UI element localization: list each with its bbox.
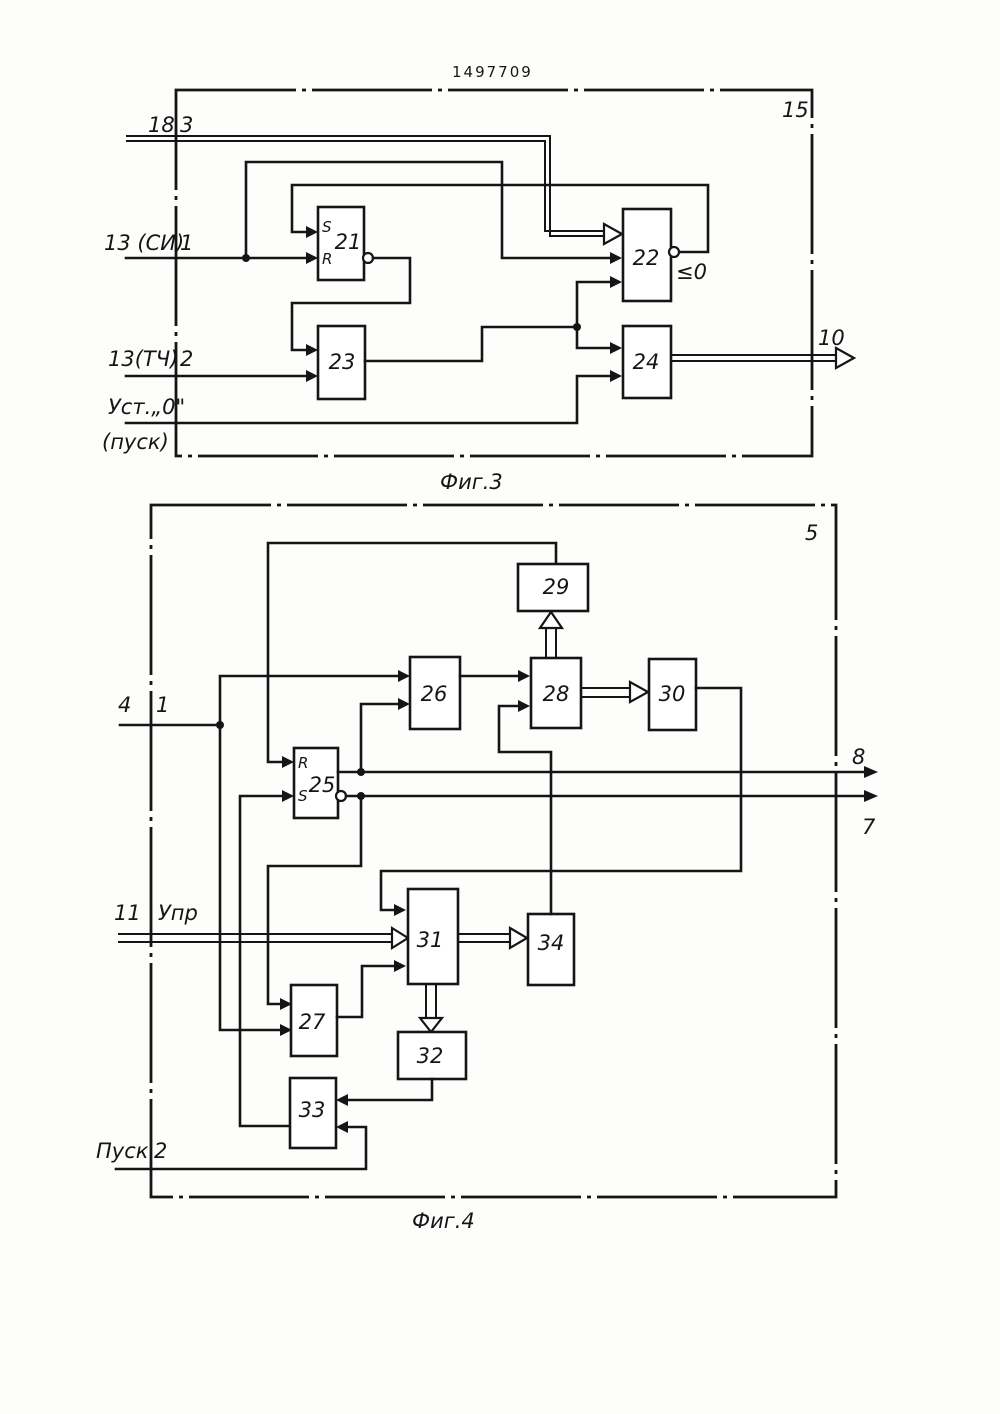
fig4-block-34-label: 34 [538,931,565,955]
fig4-wire-34-to-28 [499,706,551,914]
figure-4: 5 29 4 1 26 28 30 R [96,505,878,1233]
fig4-input-4-pin: 1 [156,693,169,717]
fig3-reset-label-1: Уст.„0" [108,395,185,419]
fig3-wire-reset-to-24 [126,376,610,423]
fig4-bus-arrow-30 [630,682,648,702]
fig4-block-32-label: 32 [417,1044,444,1068]
fig4-wire-4-to-26 [220,676,398,725]
fig3-output-label: 10 [818,326,845,350]
fig4-input-11-pin: Упр [158,901,198,925]
fig4-frame [151,505,836,1197]
fig4-block-25-label: 25 [309,773,336,797]
fig4-block-33-label: 33 [299,1098,326,1122]
fig3-block-22-inverted-output [669,247,679,257]
fig4-arrow-output-8 [864,766,878,778]
fig4-wire-27-to-31 [337,966,394,1017]
fig3-wire-23-out [365,327,577,361]
fig4-block-29-label: 29 [543,575,570,599]
fig4-input-start-pin: 2 [154,1139,167,1163]
fig4-frame-label: 5 [805,521,818,545]
fig3-input-18-source: 18 [148,113,175,137]
fig3-block-24-label: 24 [633,350,660,374]
fig4-arrow-31-a [394,904,406,916]
fig4-bus-arrow-31 [392,928,408,948]
fig3-arrow-24-b [610,370,622,382]
fig3-caption: Фиг.3 [440,470,503,494]
fig4-bus-arrow-32 [420,1018,442,1032]
fig3-block-21-inverted-output [363,253,373,263]
fig3-wire-23-to-24 [577,327,610,348]
fig4-arrow-28-b [518,700,530,712]
fig3-block-22-label: 22 [633,246,660,270]
fig3-wire-si-to-22 [246,162,610,258]
fig4-input-11-source: 11 [114,901,141,925]
fig3-block-22-note: ≤0 [676,260,707,284]
fig3-frame-label: 15 [782,98,809,122]
fig4-block-30-label: 30 [659,682,686,706]
fig4-wire-33-to-25S [240,796,290,1126]
fig4-arrow-25S [282,790,294,802]
fig3-block-21-label: 21 [335,230,362,254]
fig4-wire-32-to-33 [348,1079,432,1100]
fig3-input-13si-pin: 1 [180,231,193,255]
fig3-block-21-pin-r: R [322,250,332,268]
fig4-output-8-label: 8 [852,745,865,769]
fig4-block-26-label: 26 [421,682,448,706]
fig3-arrow-22-b [610,252,622,264]
fig3-arrow-23-b [306,370,318,382]
fig3-wire-23-to-22 [577,282,610,327]
fig3-input-18-pin: 3 [180,113,193,137]
fig4-wire-25-to-26 [361,704,398,772]
fig4-wire-4-to-27 [220,725,280,1030]
fig3-arrow-21S [306,226,318,238]
fig3-input-13si-source: 13 (СИ) [104,231,184,255]
fig4-block-25-inverted-output [336,791,346,801]
fig3-output-arrow [836,348,854,368]
fig4-block-25-pin-s: S [298,787,308,805]
fig4-arrow-33-b [336,1121,348,1133]
fig4-block-25-pin-r: R [298,754,308,772]
fig4-arrow-26-a [398,670,410,682]
fig4-output-7-label: 7 [862,815,876,839]
fig4-arrow-28-a [518,670,530,682]
fig3-frame [176,90,812,456]
fig3-input-13tch-source: 13(ТЧ) [108,347,178,371]
figure-3: 15 18 3 13 (СИ) 1 S R 21 13(ТЧ) 2 23 [102,90,854,494]
fig3-block-21-pin-s: S [322,218,332,236]
fig4-bus-arrow-29 [540,612,562,628]
fig3-arrow-24-a [610,342,622,354]
patent-number: 1497709 [452,63,533,81]
fig4-bus-arrow-34 [510,928,527,948]
fig3-block-23-label: 23 [329,350,356,374]
fig4-block-28-label: 28 [543,682,570,706]
fig3-reset-label-2: (пуск) [102,430,169,454]
fig3-input-13tch-pin: 2 [180,347,193,371]
fig4-block-27-label: 27 [299,1010,326,1034]
fig4-caption: Фиг.4 [412,1209,475,1233]
fig3-bus-arrow [604,224,622,244]
fig4-arrow-25R [282,756,294,768]
fig4-input-4-source: 4 [118,693,131,717]
fig3-arrow-23-a [306,344,318,356]
fig3-arrow-22-c [610,276,622,288]
fig4-arrow-33-a [336,1094,348,1106]
fig4-block-31-label: 31 [417,928,444,952]
fig4-input-start-source: Пуск [96,1139,149,1163]
fig4-arrow-31-c [394,960,406,972]
fig4-wire-25-to-27 [268,796,361,1004]
fig4-arrow-26-b [398,698,410,710]
fig3-arrow-21R [306,252,318,264]
fig4-arrow-output-7 [864,790,878,802]
